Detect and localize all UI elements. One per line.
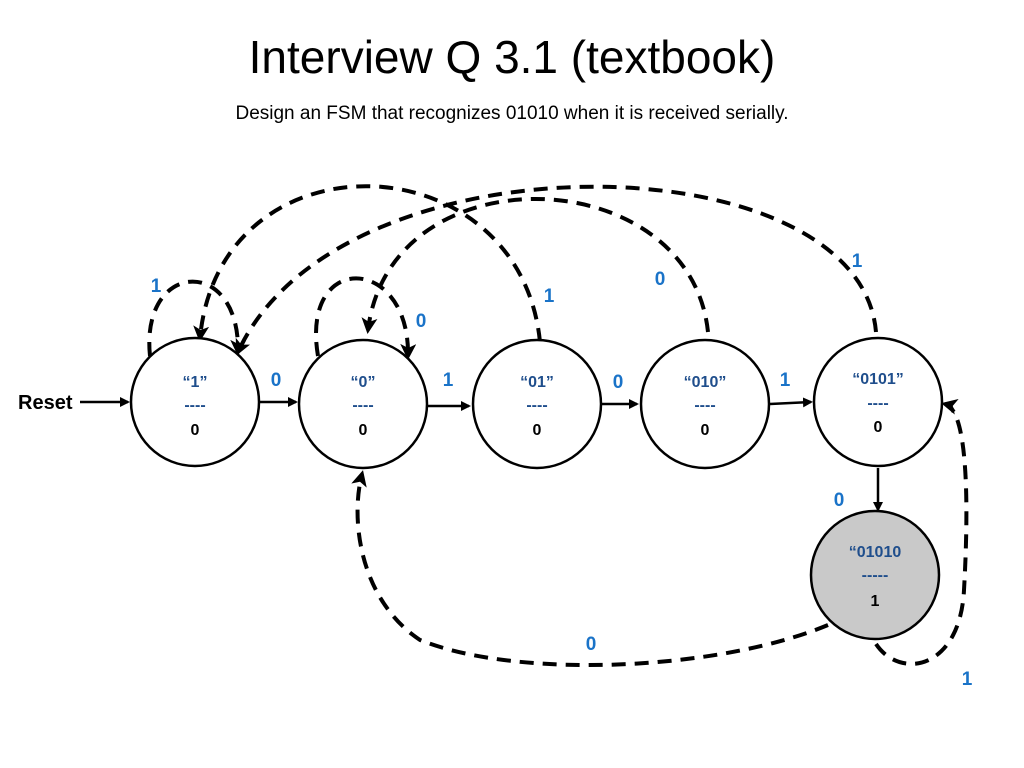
edge-s01010-to-s0 <box>351 470 829 668</box>
label-s01-to-s1: 1 <box>544 286 555 307</box>
edge-s010-to-s0101 <box>769 397 813 408</box>
edge-s01010-to-s0101 <box>874 399 969 666</box>
state-0101 <box>812 336 944 468</box>
state-0101-separator: ---- <box>867 395 888 412</box>
label-s01010-to-s0101: 1 <box>962 669 973 690</box>
state-01010 <box>809 509 941 641</box>
label-s0-self: 0 <box>416 311 427 332</box>
label-s010-to-s0: 0 <box>655 269 666 290</box>
label-s010-to-s0101: 1 <box>780 370 791 391</box>
state-010-separator: ---- <box>694 397 715 414</box>
state-01010-separator: ----- <box>862 567 889 584</box>
state-010-output: 0 <box>701 422 710 439</box>
label-s1-to-s0: 0 <box>271 370 282 391</box>
state-1-name: “1” <box>183 374 208 391</box>
page-subtitle: Design an FSM that recognizes 01010 when… <box>235 103 789 124</box>
state-01010-name: “01010 <box>849 544 902 561</box>
label-s01010-to-s0: 0 <box>586 634 597 655</box>
label-s0101-to-s1: 1 <box>852 251 863 272</box>
state-01010-output: 1 <box>871 593 880 610</box>
state-0-output: 0 <box>359 422 368 439</box>
edge-s010-to-s0 <box>361 197 710 334</box>
state-01-output: 0 <box>533 422 542 439</box>
state-01 <box>471 338 603 470</box>
state-0101-output: 0 <box>874 419 883 436</box>
state-1 <box>129 336 261 468</box>
edge-s0101-to-s1 <box>235 184 878 356</box>
label-s0-to-s01: 1 <box>443 370 454 391</box>
label-s1-self: 1 <box>151 276 162 297</box>
state-010 <box>639 338 771 470</box>
state-1-separator: ---- <box>184 397 205 414</box>
edge-s01-to-s1 <box>193 184 542 343</box>
state-0-name: “0” <box>351 374 376 391</box>
label-s0101-to-s01010: 0 <box>834 490 845 511</box>
label-s01-to-s010: 0 <box>613 372 624 393</box>
state-01-name: “01” <box>520 374 554 391</box>
reset-label: Reset <box>18 392 73 414</box>
state-0-separator: ---- <box>352 397 373 414</box>
loop-s1-self <box>147 279 247 357</box>
state-01-separator: ---- <box>526 397 547 414</box>
state-1-output: 0 <box>191 422 200 439</box>
loop-s0-self <box>314 276 417 360</box>
state-0 <box>297 338 429 470</box>
state-010-name: “010” <box>684 374 727 391</box>
state-0101-name: “0101” <box>852 371 904 388</box>
page-title: Interview Q 3.1 (textbook) <box>248 31 776 83</box>
